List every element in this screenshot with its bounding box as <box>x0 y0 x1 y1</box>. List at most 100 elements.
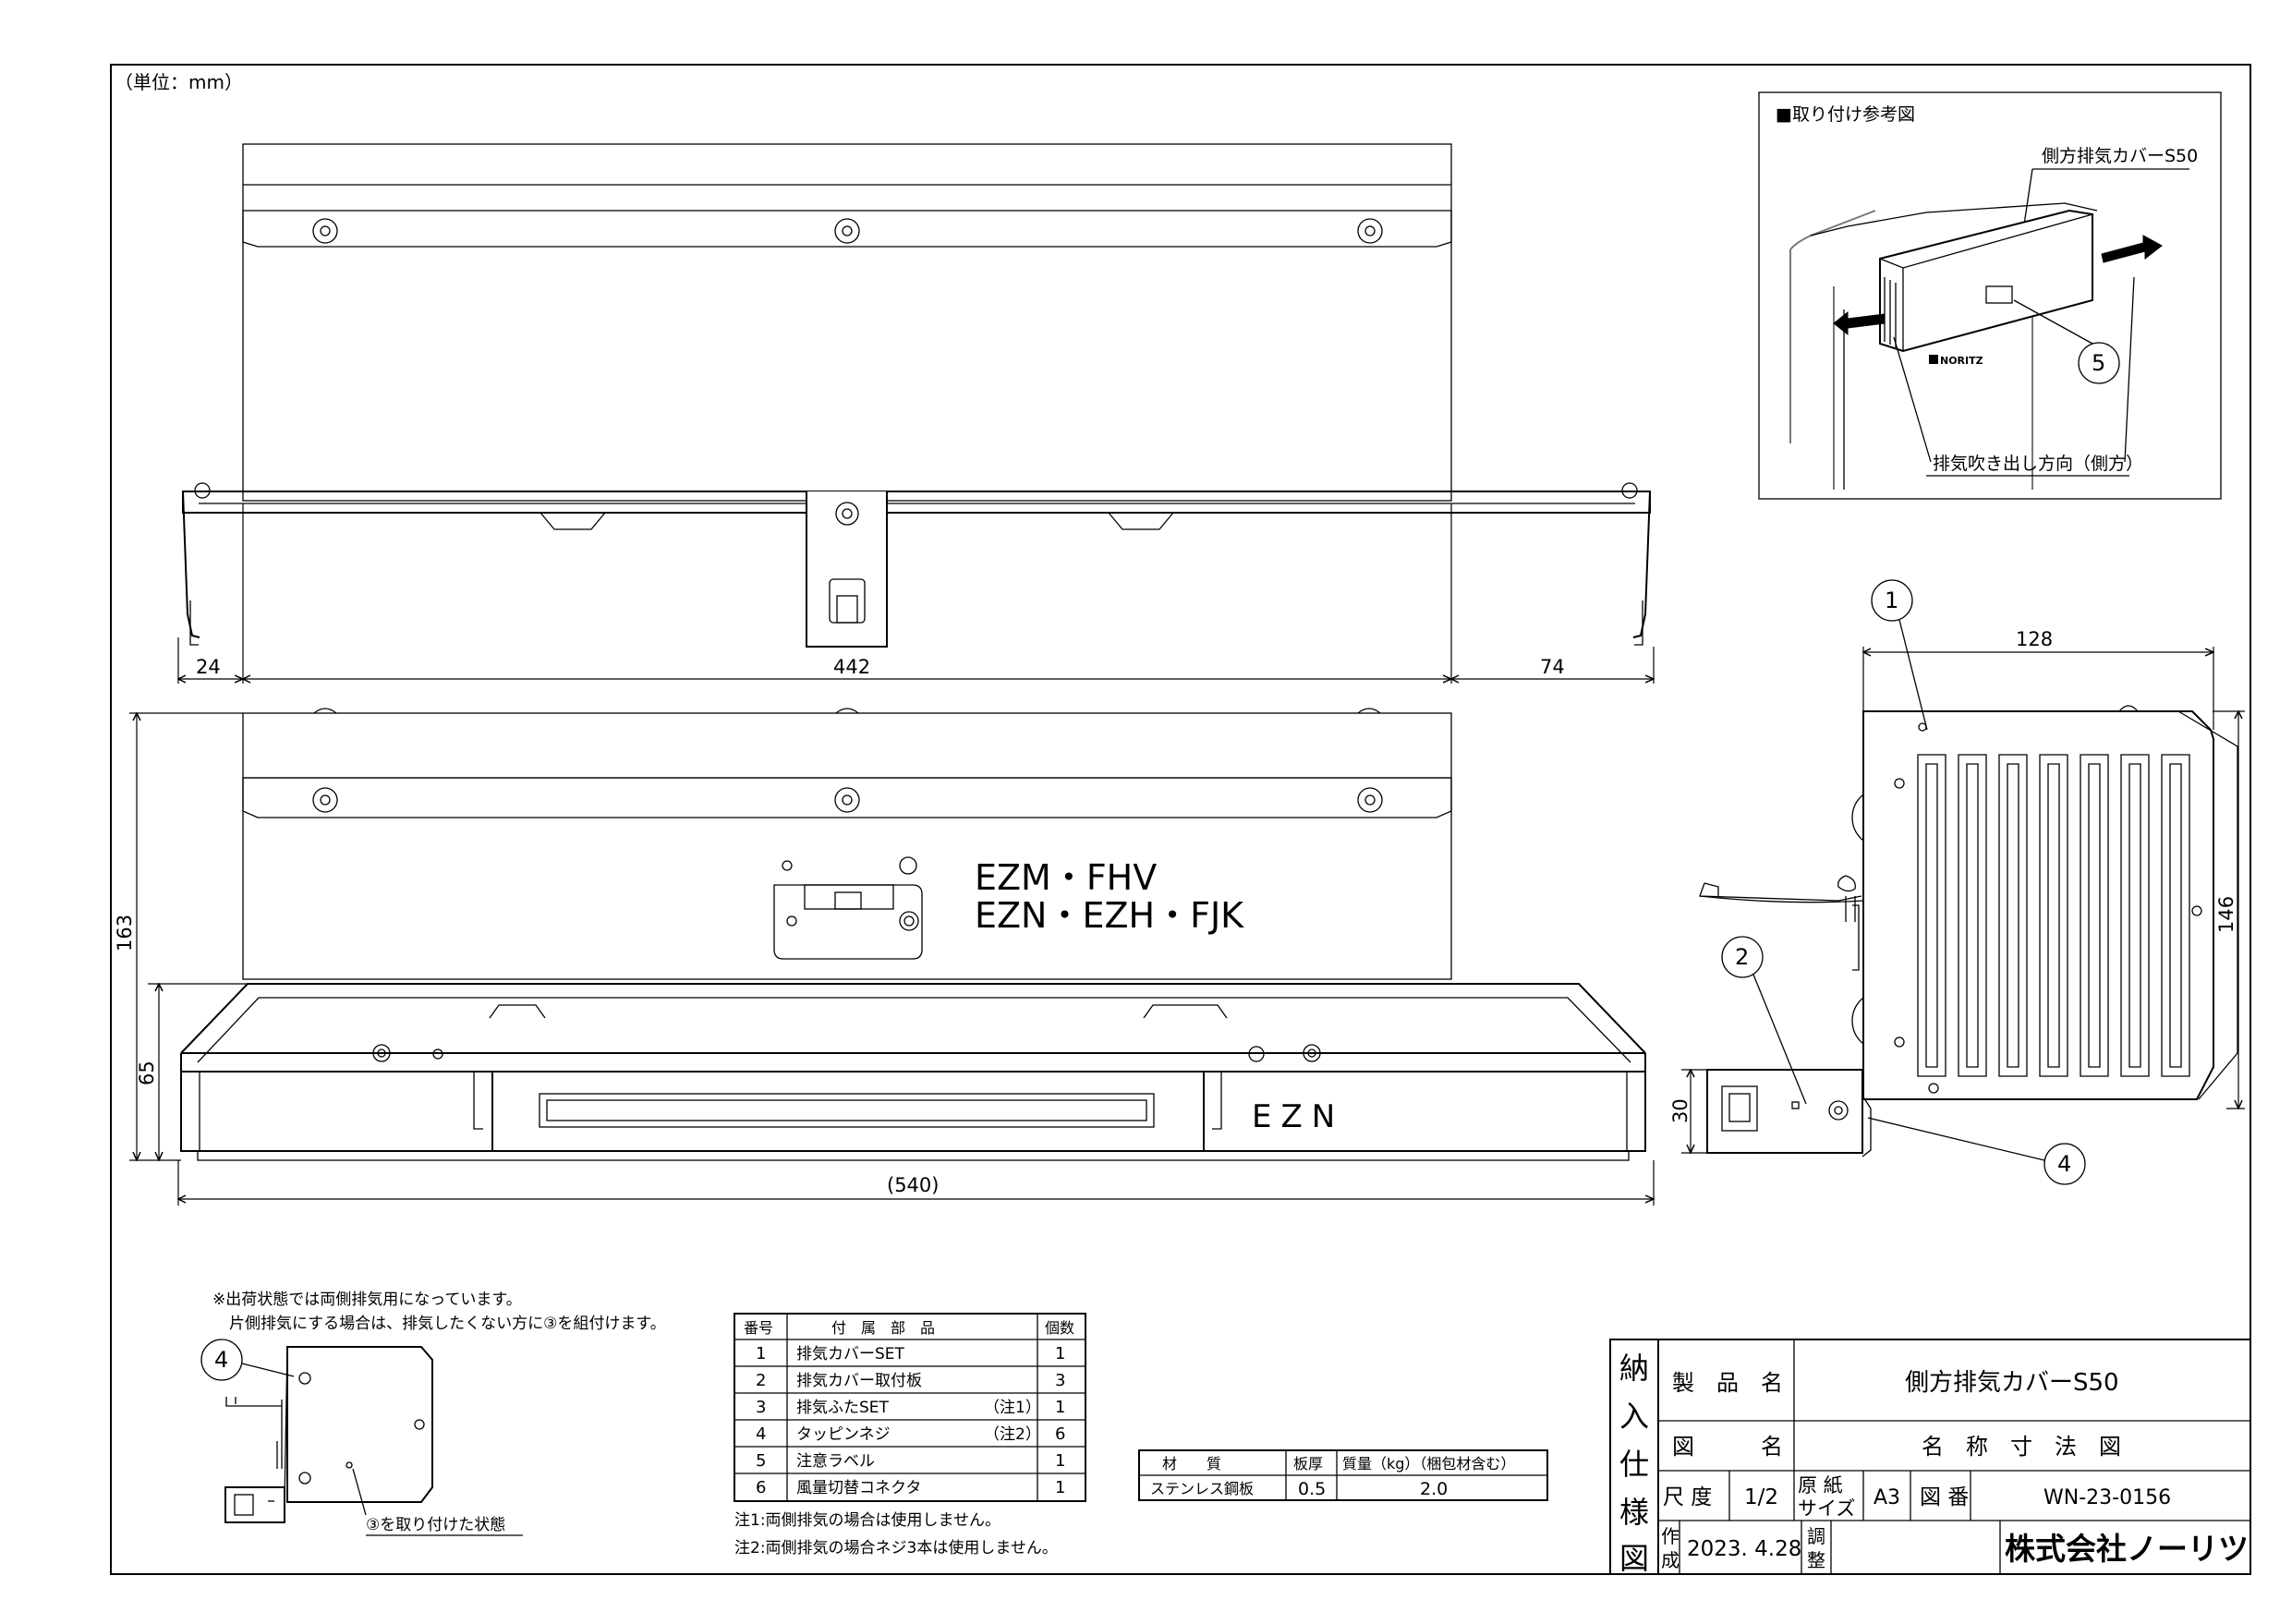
side-char-1: 納 <box>1619 1351 1649 1386</box>
drawing-label: 図 名 <box>1672 1434 1783 1460</box>
side-char-2: 入 <box>1619 1399 1649 1434</box>
parts-header-name: 付 属 部 品 <box>831 1319 935 1337</box>
scale-value: 1/2 <box>1744 1485 1778 1509</box>
reference-frame <box>1758 91 2222 500</box>
svg-text:3: 3 <box>1055 1371 1065 1390</box>
paper-label: 原 紙 <box>1798 1474 1843 1497</box>
side-char-5: 図 <box>1619 1541 1649 1576</box>
front-view: EZM・FHV EZN・EZH・FJK EZN <box>180 708 1646 1161</box>
balloon-4 <box>2043 1143 2086 1185</box>
front-connector-bracket <box>773 884 923 960</box>
model-list-1: EZM・FHV <box>975 857 1157 898</box>
product-value: 側方排気カバーS50 <box>1905 1369 2119 1397</box>
svg-text:（注1）: （注1） <box>984 1399 1041 1417</box>
brand-mark: NORITZ <box>1940 355 1983 367</box>
svg-text:6: 6 <box>756 1478 766 1497</box>
svg-text:排気ふたSET: 排気ふたSET <box>796 1399 890 1417</box>
side-char-3: 仕 <box>1619 1447 1649 1482</box>
dim-540: (540) <box>887 1174 939 1196</box>
top-view <box>182 143 1651 648</box>
weight-value: 2.0 <box>1420 1479 1448 1499</box>
created-label: 作 <box>1661 1525 1680 1547</box>
part-balloons: 1 2 4 <box>1721 579 2086 1185</box>
dim-128: 128 <box>2016 628 2053 650</box>
side-view <box>1699 705 2238 1157</box>
paper-value: A3 <box>1874 1486 1900 1509</box>
svg-text:5: 5 <box>2092 350 2105 376</box>
callout-product: 側方排気カバーS50 <box>2042 146 2198 166</box>
side-dimensions: 128 146 30 <box>1669 628 2245 1153</box>
exhaust-slot <box>539 1093 1155 1128</box>
balloon-5 <box>2078 342 2120 384</box>
svg-text:2: 2 <box>1735 944 1749 970</box>
dim-24: 24 <box>196 656 221 678</box>
drawing-value: 名 称 寸 法 図 <box>1922 1434 2121 1460</box>
material-table: 材 質 板厚 質量（kg）（梱包材含む） ステンレス鋼板 0.5 2.0 <box>1138 1449 1548 1501</box>
svg-text:4: 4 <box>756 1424 766 1444</box>
svg-text:1: 1 <box>1055 1398 1065 1417</box>
note-line-2: 片側排気にする場合は、排気したくない方に③を組付けます。 <box>229 1315 666 1333</box>
dim-65: 65 <box>136 1060 158 1085</box>
left-exhaust-arrow <box>1833 310 1886 336</box>
exhaust-outlet-panel <box>491 1071 1205 1152</box>
reference-title: ■取り付け参考図 <box>1776 104 1915 125</box>
svg-text:1: 1 <box>1055 1451 1065 1471</box>
svg-text:2: 2 <box>756 1371 766 1390</box>
table-row: 3 排気ふたSET （注1） 1 <box>756 1398 1065 1417</box>
product-label: 製 品 名 <box>1672 1370 1783 1396</box>
model-list-2: EZN・EZH・FJK <box>975 895 1244 936</box>
side-char-4: 様 <box>1619 1495 1649 1530</box>
parts-header-no: 番号 <box>744 1319 773 1337</box>
top-view-mount-plate <box>806 491 888 648</box>
svg-text:排気カバーSET: 排気カバーSET <box>796 1345 905 1363</box>
table-row: 2 排気カバー取付板 3 <box>756 1371 1065 1390</box>
svg-text:（注2）: （注2） <box>984 1425 1041 1444</box>
dim-74: 74 <box>1540 656 1565 678</box>
callout-direction: 排気吹き出し方向（側方） <box>1933 454 2143 474</box>
balloon-1 <box>1871 579 1913 622</box>
front-dimensions: 163 65 (540) <box>114 713 1654 1206</box>
svg-text:3: 3 <box>756 1398 766 1417</box>
balloon-4-small <box>200 1339 243 1381</box>
small-view-caption: ③を取り付けた状態 <box>366 1516 505 1534</box>
dim-146: 146 <box>2215 896 2237 933</box>
svg-text:1: 1 <box>1055 1478 1065 1497</box>
sheet-border <box>110 64 2251 1575</box>
table-row: 5 注意ラベル 1 <box>756 1451 1065 1471</box>
small-view: 4 ③を取り付けた状態 <box>200 1339 523 1536</box>
installation-reference: ■取り付け参考図 側方排気カバーS50 NORITZ 5 排気吹き出し方向（側方… <box>1758 91 2222 500</box>
scale-label: 尺 度 <box>1663 1485 1712 1509</box>
svg-text:注意ラベル: 注意ラベル <box>796 1452 875 1471</box>
svg-text:5: 5 <box>756 1451 766 1471</box>
svg-text:1: 1 <box>1885 588 1898 613</box>
table-row: 6 風量切替コネクタ 1 <box>756 1478 1065 1497</box>
top-view-screws <box>312 218 1383 244</box>
material-value: ステンレス鋼板 <box>1150 1480 1254 1497</box>
parts-note-1: 注1:両側排気の場合は使用しません。 <box>734 1510 1000 1530</box>
balloon-2 <box>1721 936 1764 978</box>
adjusted-label-2: 整 <box>1807 1549 1825 1571</box>
parts-table: 番号 付 属 部 品 個数 1 排気カバーSET 1 2 排気カバー取付板 3 … <box>734 1313 1086 1557</box>
front-cover-top <box>180 983 1646 1054</box>
top-dimension-row: 24 442 74 <box>178 503 1654 684</box>
top-view-back-plate <box>242 143 1452 502</box>
weight-header: 質量（kg）（梱包材含む） <box>1342 1455 1515 1473</box>
front-view-plate <box>242 712 1452 980</box>
parts-header-qty: 個数 <box>1045 1319 1074 1337</box>
parts-note-2: 注2:両側排気の場合ネジ3本は使用しません。 <box>734 1538 1058 1557</box>
small-view-cover <box>286 1346 433 1503</box>
small-view-tab <box>224 1486 285 1523</box>
company-name: 株式会社ノーリツ <box>2005 1531 2249 1567</box>
side-view-outline <box>1862 710 2214 1100</box>
number-label: 図 番 <box>1920 1485 1969 1509</box>
paper-label-2: サイズ <box>1798 1497 1855 1520</box>
svg-text:4: 4 <box>2057 1151 2071 1177</box>
svg-text:1: 1 <box>1055 1344 1065 1363</box>
note-line-1: ※出荷状態では両側排気用になっています。 <box>212 1291 522 1309</box>
created-label-2: 成 <box>1661 1549 1680 1571</box>
svg-text:タッピンネジ: タッピンネジ <box>796 1425 891 1444</box>
dim-163: 163 <box>114 915 136 951</box>
svg-text:4: 4 <box>214 1347 228 1373</box>
